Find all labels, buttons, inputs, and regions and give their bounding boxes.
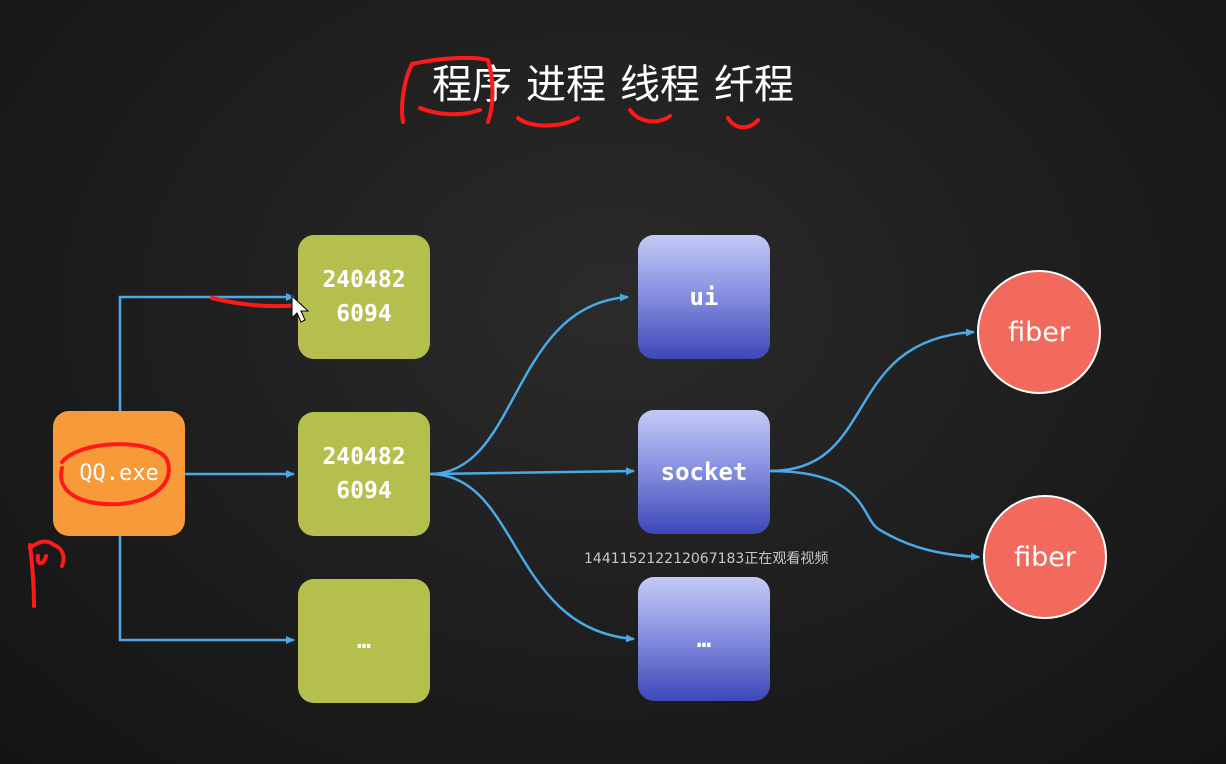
program-label: QQ.exe: [79, 461, 159, 486]
annotation-underline-fiber: [726, 116, 760, 130]
fiber-node-1: fiber: [977, 270, 1101, 394]
annotation-underline-thread: [628, 108, 672, 124]
program-node: QQ.exe: [53, 411, 185, 536]
fiber-2-label: fiber: [1014, 541, 1076, 573]
process-node-2: 240482 6094: [298, 412, 430, 536]
annotation-underline-process: [516, 116, 580, 128]
process-3-line1: …: [357, 628, 371, 654]
arrow-process-thread-socket: [429, 467, 635, 476]
thread-node-ui: ui: [638, 235, 770, 359]
thread-socket-label: socket: [660, 458, 748, 486]
fiber-node-2: fiber: [983, 495, 1107, 619]
thread-node-socket: socket: [638, 410, 770, 534]
title-term-fiber: 纤程: [714, 62, 794, 108]
thread-ui-label: ui: [689, 283, 719, 311]
fiber-1-label: fiber: [1008, 316, 1070, 348]
arrow-thread-fiber-2: [769, 469, 980, 561]
arrow-thread-fiber-1: [769, 328, 975, 473]
viewer-watermark: 144115212212067183正在观看视频: [584, 551, 829, 567]
thread-more-label: …: [696, 625, 712, 653]
process-node-1: 240482 6094: [298, 235, 430, 359]
arrow-process-thread-ui: [429, 293, 629, 476]
arrow-process-thread-more: [429, 472, 635, 643]
annotation-mark-left: [28, 539, 66, 608]
annotation-circle-qq: [59, 442, 171, 507]
process-1-line2: 6094: [336, 301, 392, 327]
process-2-line1: 240482: [322, 444, 406, 470]
title-term-process: 进程: [526, 62, 606, 108]
title-term-thread: 线程: [620, 62, 700, 108]
process-1-line1: 240482: [322, 267, 406, 293]
annotation-underline-arrow: [210, 296, 302, 309]
title-term-program: 程序: [432, 62, 512, 108]
process-node-3: …: [298, 579, 430, 703]
process-2-line2: 6094: [336, 478, 392, 504]
arrow-program-process-3: [118, 536, 295, 644]
annotation-bracket-program: [400, 55, 495, 124]
arrow-program-process-1: [118, 293, 295, 411]
thread-node-more: …: [638, 577, 770, 701]
slide-title: 程序进程线程纤程: [0, 52, 1226, 110]
